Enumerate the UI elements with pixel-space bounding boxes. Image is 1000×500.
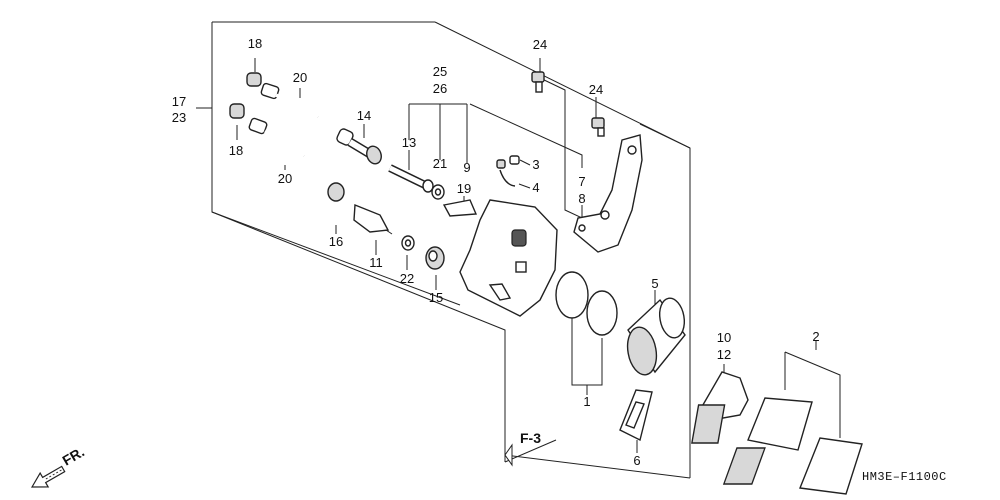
part-2-brake-pad-rear bbox=[722, 437, 863, 495]
label-20-top: 20 bbox=[293, 70, 307, 85]
label-11: 11 bbox=[369, 255, 383, 270]
section-ref-arrow-icon bbox=[504, 443, 513, 467]
front-direction-indicator: FR. bbox=[30, 443, 88, 488]
label-6: 6 bbox=[633, 453, 640, 468]
label-17: 17 bbox=[172, 94, 186, 109]
leader-lines bbox=[196, 58, 841, 455]
part-9-caliper-body bbox=[459, 199, 558, 317]
label-22: 22 bbox=[400, 271, 414, 286]
label-10: 10 bbox=[717, 330, 731, 345]
part-seal-ring-large bbox=[555, 271, 589, 319]
label-14: 14 bbox=[357, 108, 371, 123]
part-24-upper-bolt bbox=[531, 71, 545, 93]
part-20-lower-pin bbox=[248, 117, 305, 158]
label-24-top: 24 bbox=[533, 37, 547, 52]
label-9: 9 bbox=[463, 160, 470, 175]
label-20-bottom: 20 bbox=[278, 171, 292, 186]
part-11-slide-pin bbox=[353, 203, 393, 235]
part-13-bleeder-bolt bbox=[388, 164, 434, 193]
label-18-bottom: 18 bbox=[229, 143, 243, 158]
label-2: 2 bbox=[812, 329, 819, 344]
part-20-upper-pin bbox=[260, 82, 319, 119]
part-22-washer bbox=[401, 235, 415, 251]
label-3: 3 bbox=[532, 157, 539, 172]
section-ref-f3[interactable]: F-3 bbox=[520, 430, 541, 446]
label-16: 16 bbox=[329, 234, 343, 249]
part-labels: 18 20 17 23 18 20 14 13 25 26 21 9 3 4 1… bbox=[172, 36, 820, 468]
label-25: 25 bbox=[433, 64, 447, 79]
label-23: 23 bbox=[172, 110, 186, 125]
part-3-bleeder-valve bbox=[496, 155, 520, 169]
label-5: 5 bbox=[651, 276, 658, 291]
label-8: 8 bbox=[578, 191, 585, 206]
label-19: 19 bbox=[457, 181, 471, 196]
label-1: 1 bbox=[583, 394, 590, 409]
label-24-bottom: 24 bbox=[589, 82, 603, 97]
part-7-caliper-bracket bbox=[573, 134, 643, 253]
direction-label: FR. bbox=[60, 443, 88, 468]
part-15-bushing bbox=[425, 246, 445, 270]
part-14-pin-bolt bbox=[336, 128, 382, 165]
label-15: 15 bbox=[429, 290, 443, 305]
part-24-lower-bolt bbox=[591, 117, 605, 137]
part-18-upper-boot bbox=[246, 72, 262, 87]
part-18-lower-boot bbox=[229, 103, 245, 119]
label-26: 26 bbox=[433, 81, 447, 96]
label-18-top: 18 bbox=[248, 36, 262, 51]
section-reference[interactable]: F-3 bbox=[504, 430, 541, 467]
label-13: 13 bbox=[402, 135, 416, 150]
part-2-brake-pad-front bbox=[691, 397, 813, 451]
label-21: 21 bbox=[433, 156, 447, 171]
part-4-clip bbox=[499, 169, 516, 187]
part-19-bracket-plate bbox=[442, 199, 478, 217]
part-21-washer bbox=[431, 184, 445, 200]
part-16-boot bbox=[327, 182, 345, 202]
part-6-pad-shim bbox=[619, 389, 653, 442]
group-frame bbox=[211, 21, 691, 479]
label-4: 4 bbox=[532, 180, 539, 195]
front-arrow-icon bbox=[30, 465, 66, 488]
part-5-piston bbox=[626, 297, 686, 376]
label-12: 12 bbox=[717, 347, 731, 362]
label-7: 7 bbox=[578, 174, 585, 189]
part-seal-ring-small bbox=[586, 290, 618, 336]
drawing-code: HM3E–F1100C bbox=[862, 470, 947, 484]
